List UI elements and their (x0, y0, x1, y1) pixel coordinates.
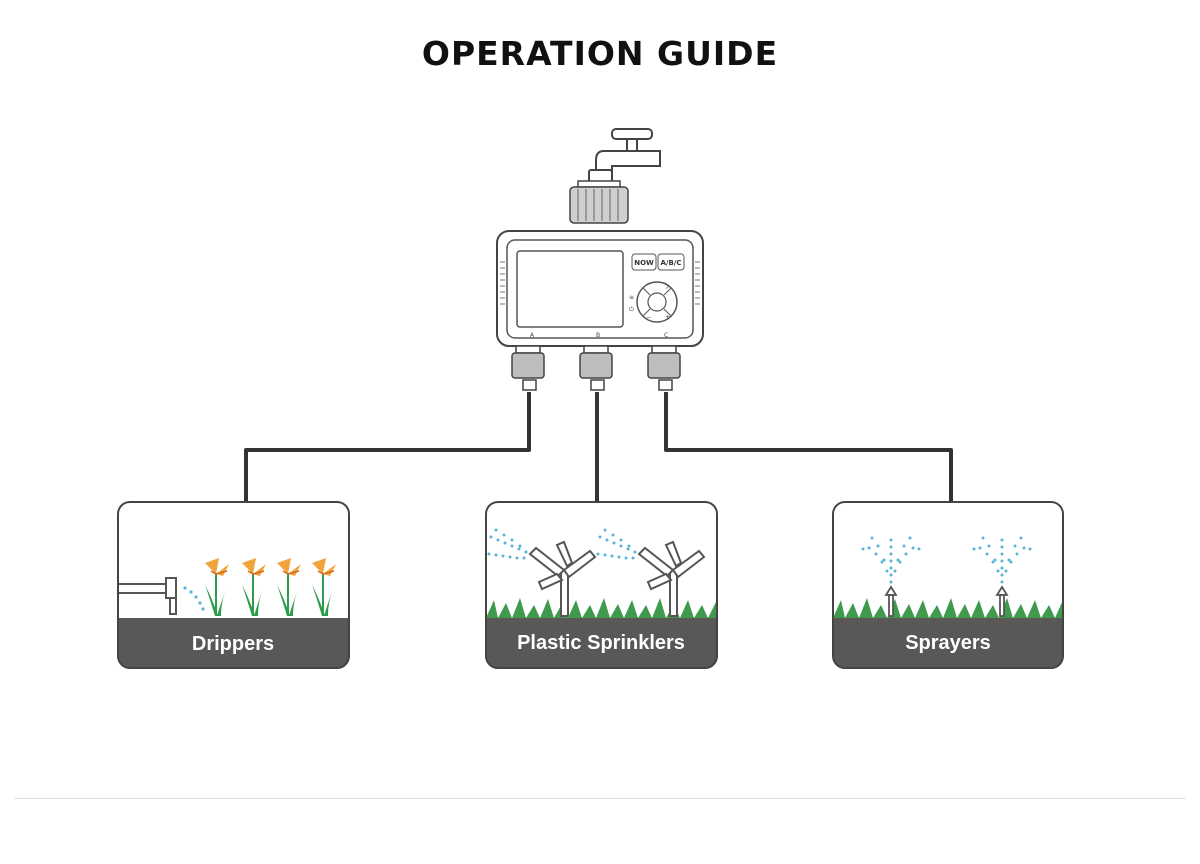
plastic-sprinklers-panel: Plastic Sprinklers (485, 501, 718, 669)
svg-text:↗: ↗ (665, 284, 670, 291)
drippers-label: Drippers (192, 633, 274, 655)
svg-text:⏻: ⏻ (629, 306, 634, 313)
control-pad[interactable] (636, 281, 678, 323)
now-button[interactable] (631, 253, 657, 271)
outlet-label-c: C (664, 332, 668, 339)
drippers-panel: Drippers (117, 501, 350, 669)
plastic-sprinklers-label: Plastic Sprinklers (517, 632, 685, 654)
hose-lines (244, 392, 953, 502)
svg-text:−: − (646, 314, 651, 321)
sprayers-label: Sprayers (905, 632, 991, 654)
hose-connector-icon (569, 180, 629, 224)
page-title: OPERATION GUIDE (421, 34, 779, 73)
footer-divider (14, 798, 1186, 799)
sprinkler-icon (528, 540, 597, 617)
sprayers-panel: Sprayers (832, 501, 1064, 669)
outlet-fittings (511, 345, 681, 391)
flower-plants-icon (205, 558, 336, 616)
outlet-label-b: B (596, 332, 600, 339)
faucet-icon (588, 128, 661, 185)
outlet-label-a: A (530, 332, 535, 339)
now-button-label: NOW (634, 259, 654, 267)
sprayer-icon (884, 585, 898, 617)
abc-button[interactable] (657, 253, 685, 271)
svg-text:≡: ≡ (629, 294, 634, 301)
irrigation-controller: NOW A/B/C − ↗ + ≡ ⏻ A B C (496, 230, 704, 347)
abc-button-label: A/B/C (660, 259, 681, 267)
svg-text:+: + (665, 314, 670, 321)
lcd-screen (516, 250, 624, 328)
